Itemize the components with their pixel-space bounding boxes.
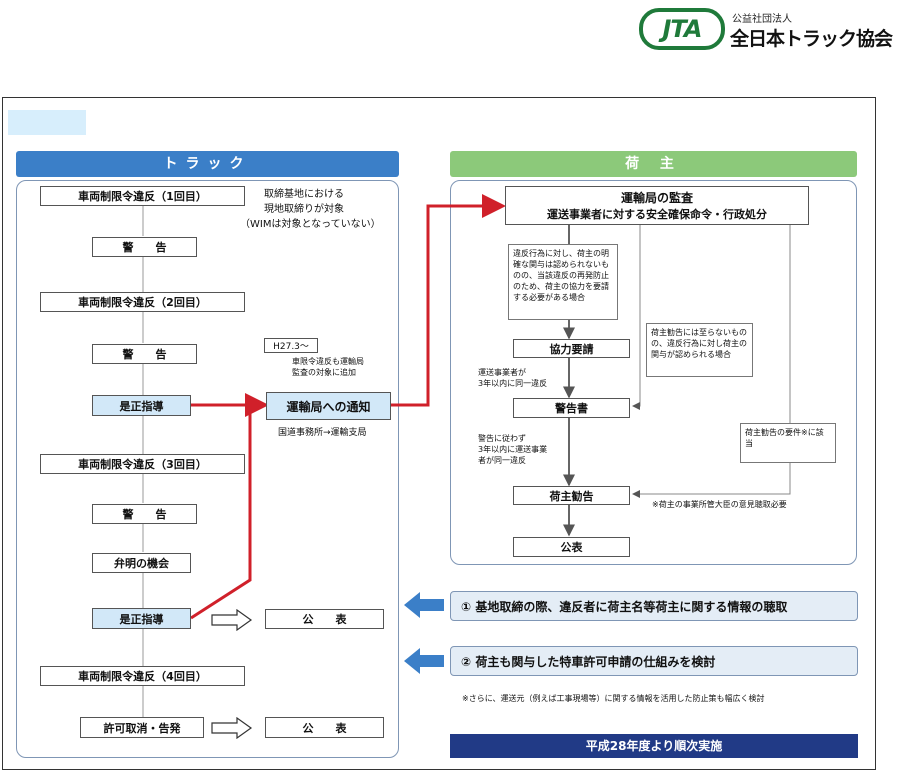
truck-revocation: 許可取消・告発 (80, 717, 204, 738)
ninushi-header: 荷 主 (450, 151, 857, 177)
keikoku-box: 警告書 (513, 398, 630, 418)
h27-badge: H27.3〜 (264, 338, 318, 353)
truck-scope-note-3: （WIMは対象となっていない） (240, 219, 381, 230)
notice-route: 国道事務所→運輸支局 (278, 428, 367, 438)
truck-violation-1: 車両制限令違反（1回目） (40, 186, 245, 206)
slide-tag (8, 110, 86, 135)
ignore-note-2: 3年以内に運送事業 (478, 445, 548, 454)
logo-name: 全日本トラック協会 (730, 28, 893, 50)
condition-involvement: 荷主勧告には至らないものの、違反行為に対し荷主の関与が認められる場合 (646, 323, 753, 377)
red-notice-lines (190, 194, 506, 620)
kyoryoku-box: 協力要請 (513, 339, 630, 358)
kohyo-box: 公表 (513, 537, 630, 557)
truck-violation-3: 車両制限令違反（3回目） (40, 454, 245, 474)
implementation-banner: 平成28年度より順次実施 (450, 734, 858, 758)
jta-logo-mark: JTA (639, 8, 725, 50)
truck-panel (16, 180, 399, 758)
diagram-frame (2, 97, 876, 770)
within3-note-2: 3年以内に同一違反 (478, 379, 548, 388)
truck-correction-2: 是正指導 (92, 608, 191, 629)
measure-1: ① 基地取締の際、違反者に荷主名等荷主に関する情報の聴取 (450, 591, 858, 621)
within3-note-1: 運送事業者が (478, 368, 526, 377)
kansa-box: 運輸局の監査 運送事業者に対する安全確保命令・行政処分 (505, 186, 809, 225)
truck-header: トラック (16, 151, 399, 177)
truck-scope-note-1: 取締基地における (264, 189, 344, 200)
notice-box: 運輸局への通知 (266, 392, 391, 420)
truck-correction-1: 是正指導 (92, 395, 191, 416)
truck-violation-2: 車両制限令違反（2回目） (40, 292, 245, 312)
ninushi-panel (450, 180, 857, 565)
truck-publication-1: 公 表 (265, 609, 384, 629)
kansa-title: 運輸局の監査 (620, 191, 693, 205)
ignore-note-1: 警告に従わず (478, 434, 526, 443)
truck-violation-4: 車両制限令違反（4回目） (40, 666, 245, 686)
notice-added-2: 監査の対象に追加 (292, 368, 356, 377)
measure-note: ※さらに、運送元（例えば工事現場等）に関する情報を活用した防止策も幅広く検討 (462, 694, 765, 703)
ninushi-branch-lines (632, 225, 791, 498)
minister-note: ※荷主の事業所管大臣の意見聴取必要 (652, 500, 787, 509)
hollow-arrow-icon (211, 717, 253, 739)
truck-warning-2: 警 告 (92, 344, 197, 364)
truck-hearing: 弁明の機会 (92, 553, 191, 573)
kansa-subtitle: 運送事業者に対する安全確保命令・行政処分 (547, 208, 767, 221)
truck-warning-1: 警 告 (92, 237, 197, 257)
condition-kankoku: 荷主勧告の要件※に該当 (740, 423, 836, 463)
ignore-note-3: 者が同一違反 (478, 456, 526, 465)
hollow-arrow-icon (211, 609, 253, 631)
condition-cooperation: 違反行為に対し、荷主の明確な関与は認められないものの、当該違反の再発防止のため、… (508, 244, 618, 320)
blue-left-arrow-icon (404, 592, 444, 618)
truck-warning-3: 警 告 (92, 504, 197, 524)
kankoku-box: 荷主勧告 (513, 486, 630, 505)
blue-left-arrow-icon (404, 648, 444, 674)
truck-scope-note-2: 現地取締りが対象 (264, 204, 344, 215)
truck-publication-2: 公 表 (265, 717, 384, 738)
logo-subtitle: 公益社団法人 (732, 14, 792, 25)
notice-added-1: 車限令違反も運輸局 (292, 357, 364, 366)
measure-2: ② 荷主も関与した特車許可申請の仕組みを検討 (450, 646, 858, 676)
